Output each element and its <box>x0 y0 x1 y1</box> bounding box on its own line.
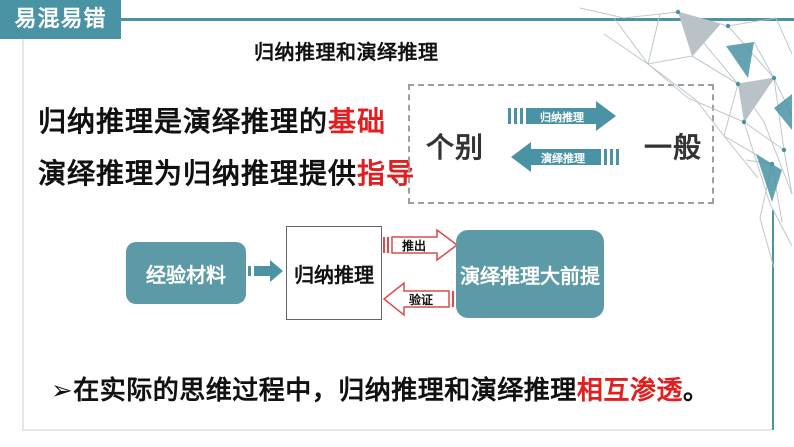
statement-basis-highlight: 基础 <box>328 105 387 138</box>
inductive-arrow-label: 归纳推理 <box>540 110 584 124</box>
right-accent-line <box>772 210 774 430</box>
statement-basis: 归纳推理是演绎推理的基础 <box>38 100 386 140</box>
inductive-arrow: 归纳推理 <box>508 99 618 133</box>
derive-arrow-label: 推出 <box>402 238 426 253</box>
conclusion-suffix: 。 <box>682 376 710 406</box>
conclusion-highlight: 相互渗透 <box>576 376 683 406</box>
statement-basis-prefix: 归纳推理是演绎推理的 <box>38 105 329 138</box>
verify-arrow-label: 验证 <box>409 292 433 307</box>
right-arrow-icon: 归纳推理 <box>508 101 616 131</box>
derive-arrow: 推出 <box>381 228 459 262</box>
verify-arrow: 验证 <box>382 280 460 318</box>
left-frame-line <box>22 39 24 429</box>
statement-guide: 演绎推理为归纳推理提供指导 <box>38 152 415 192</box>
inductive-reasoning-box: 归纳推理 <box>286 226 382 320</box>
bullet-arrow-icon: ➢ <box>51 376 74 406</box>
general-word: 一般 <box>644 131 703 164</box>
deductive-arrow: 演绎推理 <box>509 140 619 174</box>
derive-arrow-icon: 推出 <box>383 228 459 262</box>
top-line <box>0 18 794 21</box>
statement-guide-prefix: 演绎推理为归纳推理提供 <box>38 157 358 190</box>
material-to-inductive-arrow <box>248 258 284 284</box>
conclusion-line: ➢在实际的思维过程中，归纳推理和演绎推理相互渗透。 <box>51 370 709 407</box>
page-title: 归纳推理和演绎推理 <box>254 40 439 64</box>
deductive-premise-box: 演绎推理大前提 <box>456 230 604 318</box>
deductive-arrow-label: 演绎推理 <box>541 151 585 165</box>
header-badge: 易混易错 <box>0 0 121 39</box>
verify-arrow-icon: 验证 <box>382 281 458 317</box>
left-arrow-icon: 演绎推理 <box>511 142 619 172</box>
right-arrow-icon <box>248 260 283 282</box>
conclusion-prefix: 在实际的思维过程中，归纳推理和演绎推理 <box>73 376 577 406</box>
bottom-frame-line <box>22 429 772 431</box>
statement-guide-highlight: 指导 <box>357 157 416 190</box>
individual-word: 个别 <box>426 131 485 164</box>
experience-material-box: 经验材料 <box>126 242 246 304</box>
